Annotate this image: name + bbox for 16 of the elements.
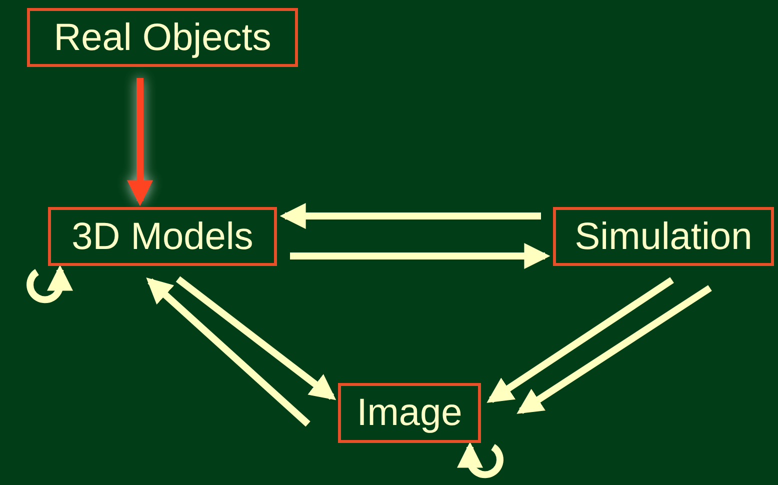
arrow [176,276,336,400]
arrow [516,285,712,414]
label-box [48,207,277,266]
node-label: Real Objects [54,18,272,56]
node-label: 3D Models [72,218,254,256]
arrow [290,243,550,269]
node-label: Simulation [574,218,752,256]
arrow [280,203,541,229]
arrow [457,442,504,478]
node-label: Image [356,394,462,432]
arrow [26,264,73,304]
label-box [27,8,298,67]
arrow [127,78,153,206]
label-box [553,207,774,266]
arrow [146,278,310,427]
label-box [338,383,481,443]
